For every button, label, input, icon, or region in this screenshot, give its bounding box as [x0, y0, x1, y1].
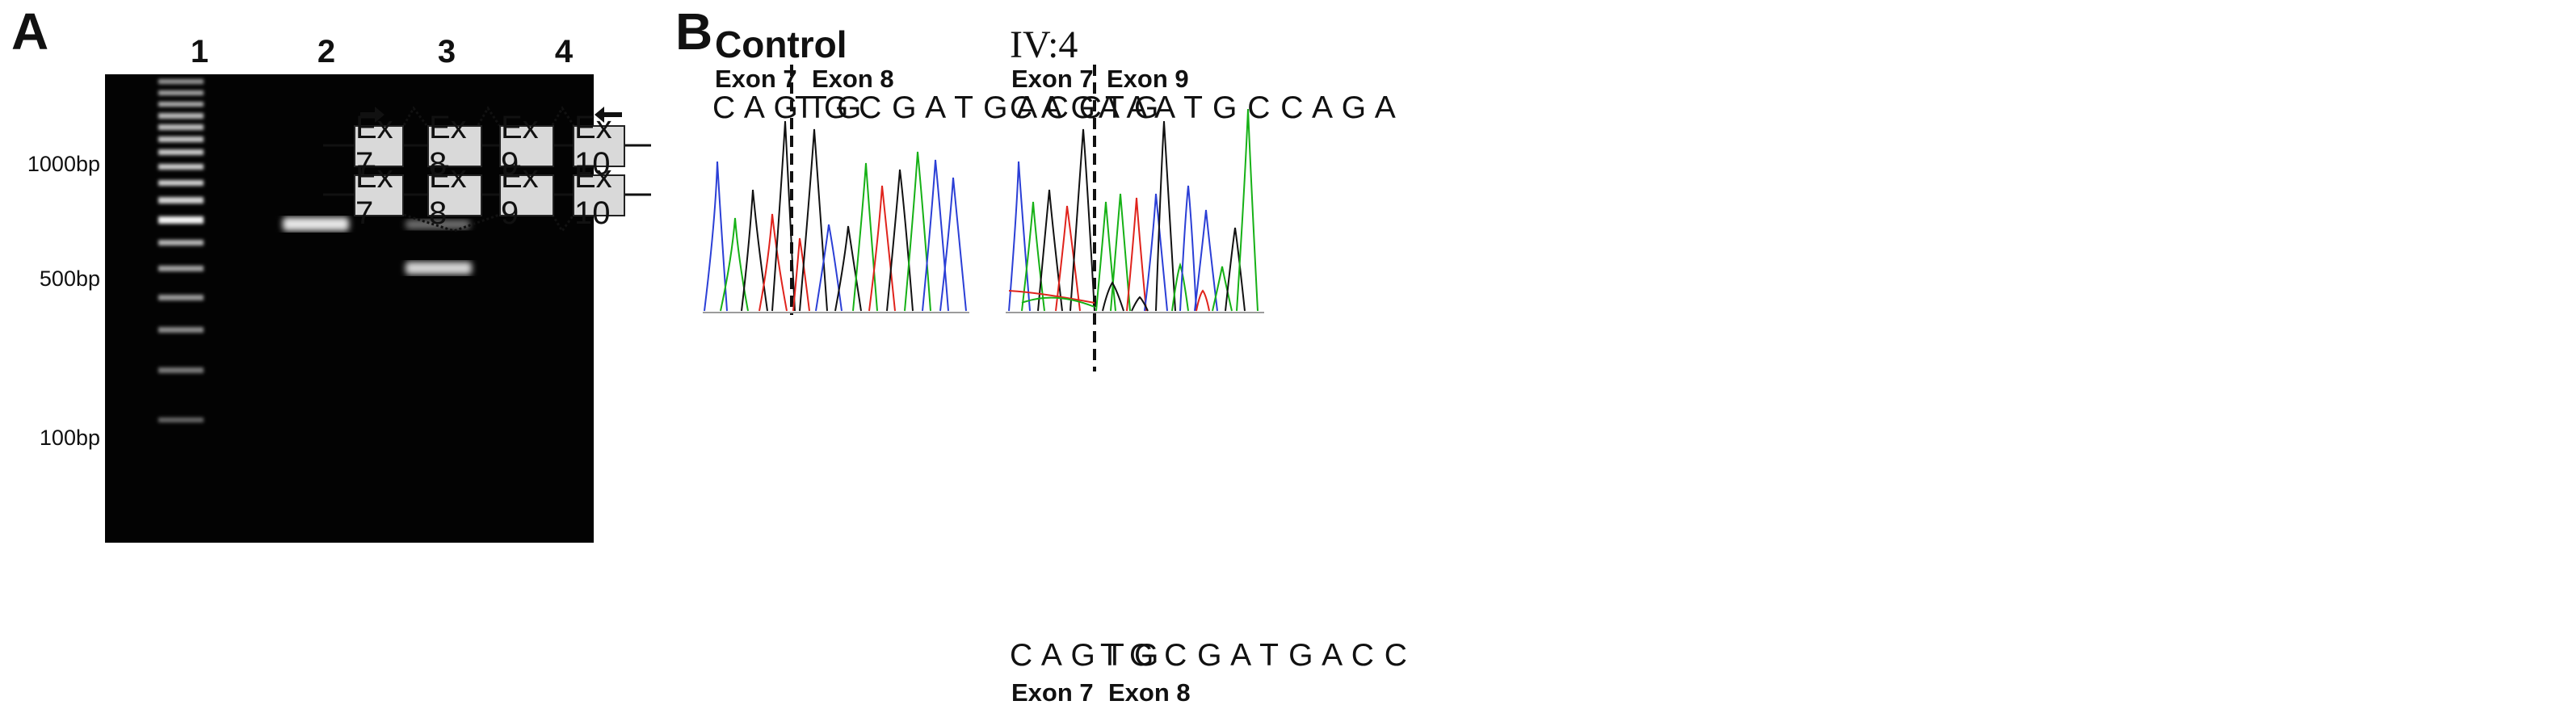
size-marker-1000bp: 1000bp — [27, 152, 100, 176]
lane-3-lower-band — [406, 262, 472, 275]
patient-title: IV:4 — [1010, 23, 1078, 66]
normal-splice-arcs — [402, 106, 575, 126]
control-trace-peaks — [704, 120, 967, 312]
lane-2-band — [283, 217, 349, 231]
ladder-bands — [158, 79, 204, 422]
patient-primary-trace-peaks — [1008, 108, 1259, 312]
patient-exon-left-bottom-label: Exon 7 — [1011, 678, 1094, 707]
panel-b-letter: B — [675, 2, 713, 61]
lane-number-1: 1 — [190, 34, 209, 69]
patient-sequence-left-top: C A G T G — [1010, 90, 1160, 125]
exon-box-ex7-bottom: Ex 7 — [354, 159, 404, 231]
panel-a-letter: A — [11, 2, 49, 61]
control-sequence-right: T G C G A T G A C C — [795, 90, 1103, 125]
size-marker-500bp: 500bp — [39, 266, 100, 291]
reverse-primer-arrow — [595, 107, 622, 123]
control-exon-right-label: Exon 8 — [812, 65, 894, 93]
exon-box-ex10-bottom: Ex 10 — [573, 159, 625, 231]
exon-box-ex9-bottom: Ex 9 — [499, 159, 554, 231]
patient-exon-left-top-label: Exon 7 — [1011, 65, 1094, 93]
exon-skip-splice-arcs — [403, 213, 575, 233]
exon-box-ex8-bottom: Ex 8 — [427, 159, 482, 231]
control-chromatogram — [703, 65, 969, 315]
patient-sequence-left-bottom: C A G T G — [1010, 638, 1160, 673]
patient-exon-right-top-label: Exon 9 — [1107, 65, 1189, 93]
control-sequence-left: C A G T G — [712, 90, 863, 125]
patient-secondary-trace-peaks — [1008, 281, 1210, 312]
patient-sequence-right-bottom: T G C G A T G A C C — [1100, 638, 1408, 673]
forward-primer-arrow — [360, 107, 385, 123]
lane-number-4: 4 — [554, 34, 574, 69]
control-exon-left-label: Exon 7 — [715, 65, 797, 93]
patient-chromatogram — [1006, 65, 1264, 371]
control-title: Control — [715, 23, 847, 65]
patient-exon-right-bottom-label: Exon 8 — [1108, 678, 1191, 707]
lane-number-3: 3 — [437, 34, 456, 69]
gel-bands — [158, 79, 472, 422]
lane-number-2: 2 — [317, 34, 336, 69]
size-marker-100bp: 100bp — [39, 426, 100, 450]
